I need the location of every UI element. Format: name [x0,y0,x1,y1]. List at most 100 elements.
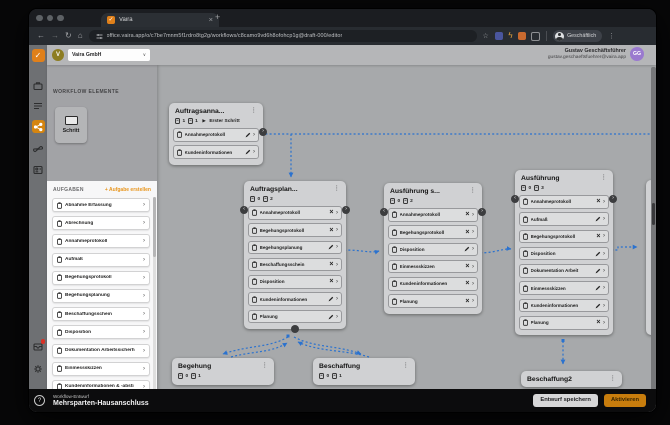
tab-close-icon[interactable]: × [208,15,213,24]
task-row[interactable]: Annahmeprotokoll×› [248,206,342,220]
node-port-right[interactable]: › [259,128,267,136]
reload-icon[interactable]: ↻ [65,31,72,40]
task-row[interactable]: Planung×› [388,294,478,308]
list-item[interactable]: Einmessskizzen› [52,361,150,376]
node-port-left[interactable]: ‹ [240,206,248,214]
edit-pencil-icon[interactable] [245,149,251,155]
list-item[interactable]: Dokumentation Arbeitssicherh› [52,343,150,358]
task-row[interactable]: Planung×› [519,316,609,330]
back-icon[interactable]: ← [37,31,45,40]
edit-pencil-icon[interactable] [464,246,470,252]
workflow-node[interactable]: Beschaffung2⋮ [521,371,622,387]
task-row[interactable]: Begehungsprotokoll×› [388,225,478,239]
home-icon[interactable]: ⌂ [77,31,83,40]
kebab-menu-icon[interactable]: ⋮ [250,107,258,115]
vaira-logo-icon[interactable]: ✓ [31,49,45,62]
kebab-menu-icon[interactable]: ⋮ [402,362,410,370]
task-row[interactable]: Kundeninformationen×› [388,277,478,291]
task-row[interactable]: Annahmeprotokoll› [173,128,259,142]
edit-pencil-icon[interactable] [595,251,601,257]
user-block[interactable]: Gustav Geschäftsführer gustav.geschaefts… [548,47,644,61]
task-row[interactable]: Kundeninformationen› [173,145,259,159]
task-row[interactable]: Dokumentation Arbeit› [519,264,609,278]
task-row[interactable]: Annahmeprotokoll×› [519,195,609,209]
close-window-icon[interactable] [36,14,43,21]
task-row[interactable]: Begehungsprotokoll×› [248,223,342,237]
node-port-left[interactable]: ‹ [511,195,519,203]
panel-scrollbar[interactable] [153,197,156,412]
settings-gear-icon[interactable] [32,363,44,375]
task-row[interactable]: Begehungsplanung› [248,240,342,255]
new-tab-button[interactable]: + [215,12,221,22]
save-draft-button[interactable]: Entwurf speichern [533,394,598,407]
rail-item-verknuepfungen[interactable] [32,143,44,155]
rail-item-projekte[interactable] [32,80,44,92]
task-row[interactable]: Beschaffungsschein×› [248,257,342,272]
minimize-window-icon[interactable] [46,14,53,21]
task-row[interactable]: Einmessskizzen› [519,281,609,295]
edit-pencil-icon[interactable] [328,314,334,320]
task-row[interactable]: Planung› [248,309,342,324]
extension-icon[interactable] [494,31,504,41]
node-port-right[interactable]: › [342,206,350,214]
list-item[interactable]: Aufmaß› [52,252,150,267]
task-row[interactable]: Disposition› [388,242,478,257]
site-settings-icon[interactable] [96,33,103,40]
task-row[interactable]: Annahmeprotokoll×› [388,208,478,222]
maximize-window-icon[interactable] [57,14,64,21]
task-row[interactable]: Disposition› [519,246,609,261]
list-item[interactable]: Disposition› [52,325,150,340]
browser-menu-icon[interactable]: ⋮ [608,32,616,40]
node-port-right[interactable]: › [478,208,486,216]
task-row[interactable]: Kundeninformationen› [519,298,609,313]
list-item[interactable]: Begehungsprotokoll› [52,270,150,285]
extension-icon[interactable] [517,31,527,41]
task-row[interactable]: Aufmaß› [519,212,609,226]
edit-pencil-icon[interactable] [595,268,601,274]
address-bar[interactable]: office.vaira.app/o/c7be7mnm5f1rdro8tg2g/… [88,30,477,42]
activate-button[interactable]: Aktivieren [603,394,646,407]
user-avatar[interactable]: GG [630,47,644,61]
edit-pencil-icon[interactable] [245,132,251,138]
bookmark-star-icon[interactable]: ☆ [482,32,489,40]
help-icon[interactable]: ? [34,395,45,406]
task-row[interactable]: Disposition×› [248,275,342,289]
node-port-right[interactable]: › [609,195,617,203]
kebab-menu-icon[interactable]: ⋮ [600,174,608,182]
org-select[interactable]: Vaira GmbH ∨ [68,49,150,61]
window-controls[interactable] [36,14,64,21]
rail-item-workflows[interactable] [31,120,45,133]
list-item[interactable]: Beschaffungsschein› [52,307,150,322]
task-row[interactable]: Einmessskizzen×› [388,259,478,274]
kebab-menu-icon[interactable]: ⋮ [609,375,617,383]
step-element-card[interactable]: Schritt [55,107,87,143]
kebab-menu-icon[interactable]: ⋮ [469,187,477,195]
kebab-menu-icon[interactable]: ⋮ [333,185,341,193]
canvas-scrollbar[interactable] [651,67,656,410]
task-row[interactable]: Kundeninformationen› [248,292,342,306]
extensions-puzzle-icon[interactable] [531,31,541,41]
notifications-icon[interactable] [32,339,45,353]
extension-lightning-icon[interactable]: ϟ [508,30,513,40]
rail-item-kontakte[interactable] [32,164,44,176]
node-port-bottom[interactable] [291,325,299,334]
list-item[interactable]: Annahmeprotokoll› [52,234,150,249]
rail-item-auftraege[interactable] [32,100,44,112]
edit-pencil-icon[interactable] [595,285,601,291]
kebab-menu-icon[interactable]: ⋮ [261,362,269,370]
list-item[interactable]: Abnahme Erfassung› [52,198,150,212]
edit-pencil-icon[interactable] [595,216,601,222]
node-port-left[interactable]: ‹ [380,208,388,216]
edit-pencil-icon[interactable] [595,303,601,309]
list-item[interactable]: Begehungsplanung› [52,288,150,303]
create-task-button[interactable]: + Aufgabe erstellen [104,187,151,193]
browser-tab[interactable]: ✓ Vaira × [101,12,219,27]
forward-icon[interactable]: → [51,31,59,40]
